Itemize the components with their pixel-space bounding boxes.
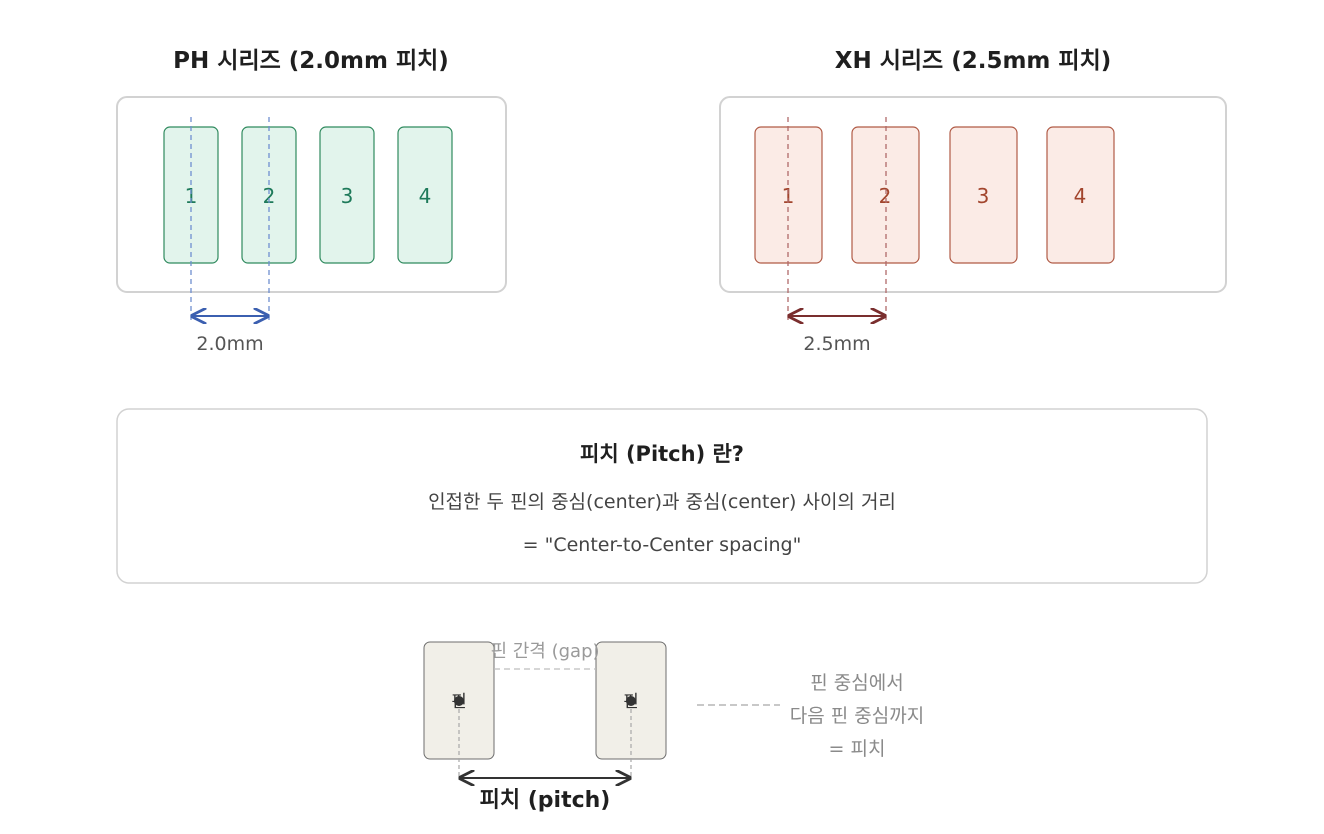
detail-pitch-label: 피치 (pitch) — [480, 788, 611, 813]
ph-series-title: PH 시리즈 (2.0mm 피치) — [173, 48, 449, 74]
ph-pin-1-label: 1 — [185, 184, 198, 208]
ph-pin-4-label: 4 — [419, 184, 432, 208]
detail-center-dot-right — [626, 696, 636, 706]
pitch-definition-line-1: 인접한 두 핀의 중심(center)과 중심(center) 사이의 거리 — [428, 491, 896, 513]
pitch-definition-line-2: = "Center-to-Center spacing" — [523, 534, 802, 556]
ph-pin-3-label: 3 — [341, 184, 354, 208]
xh-pin-3-label: 3 — [977, 184, 990, 208]
xh-pin-3 — [949, 126, 1018, 264]
ph-pitch-label: 2.0mm — [196, 333, 263, 355]
pitch-definition-box — [116, 408, 1208, 584]
xh-series-title: XH 시리즈 (2.5mm 피치) — [835, 48, 1112, 74]
note-line-3: = 피치 — [829, 738, 886, 760]
gap-label: 핀 간격 (gap) — [490, 641, 599, 662]
note-line-2: 다음 핀 중심까지 — [790, 705, 924, 727]
ph-pin-2-label: 2 — [263, 184, 276, 208]
xh-pin-4 — [1046, 126, 1115, 264]
ph-pin-3 — [319, 126, 375, 264]
pitch-definition-title: 피치 (Pitch) 란? — [580, 442, 744, 466]
xh-pins: 1 2 3 4 — [754, 126, 1115, 264]
xh-pin-4-label: 4 — [1074, 184, 1087, 208]
detail-center-dot-left — [454, 696, 464, 706]
ph-pins: 1 2 3 4 — [163, 126, 453, 264]
ph-pin-4 — [397, 126, 453, 264]
xh-pitch-label: 2.5mm — [803, 333, 870, 355]
note-line-1: 핀 중심에서 — [810, 672, 903, 694]
xh-pin-2-label: 2 — [879, 184, 892, 208]
xh-pin-1-label: 1 — [782, 184, 795, 208]
